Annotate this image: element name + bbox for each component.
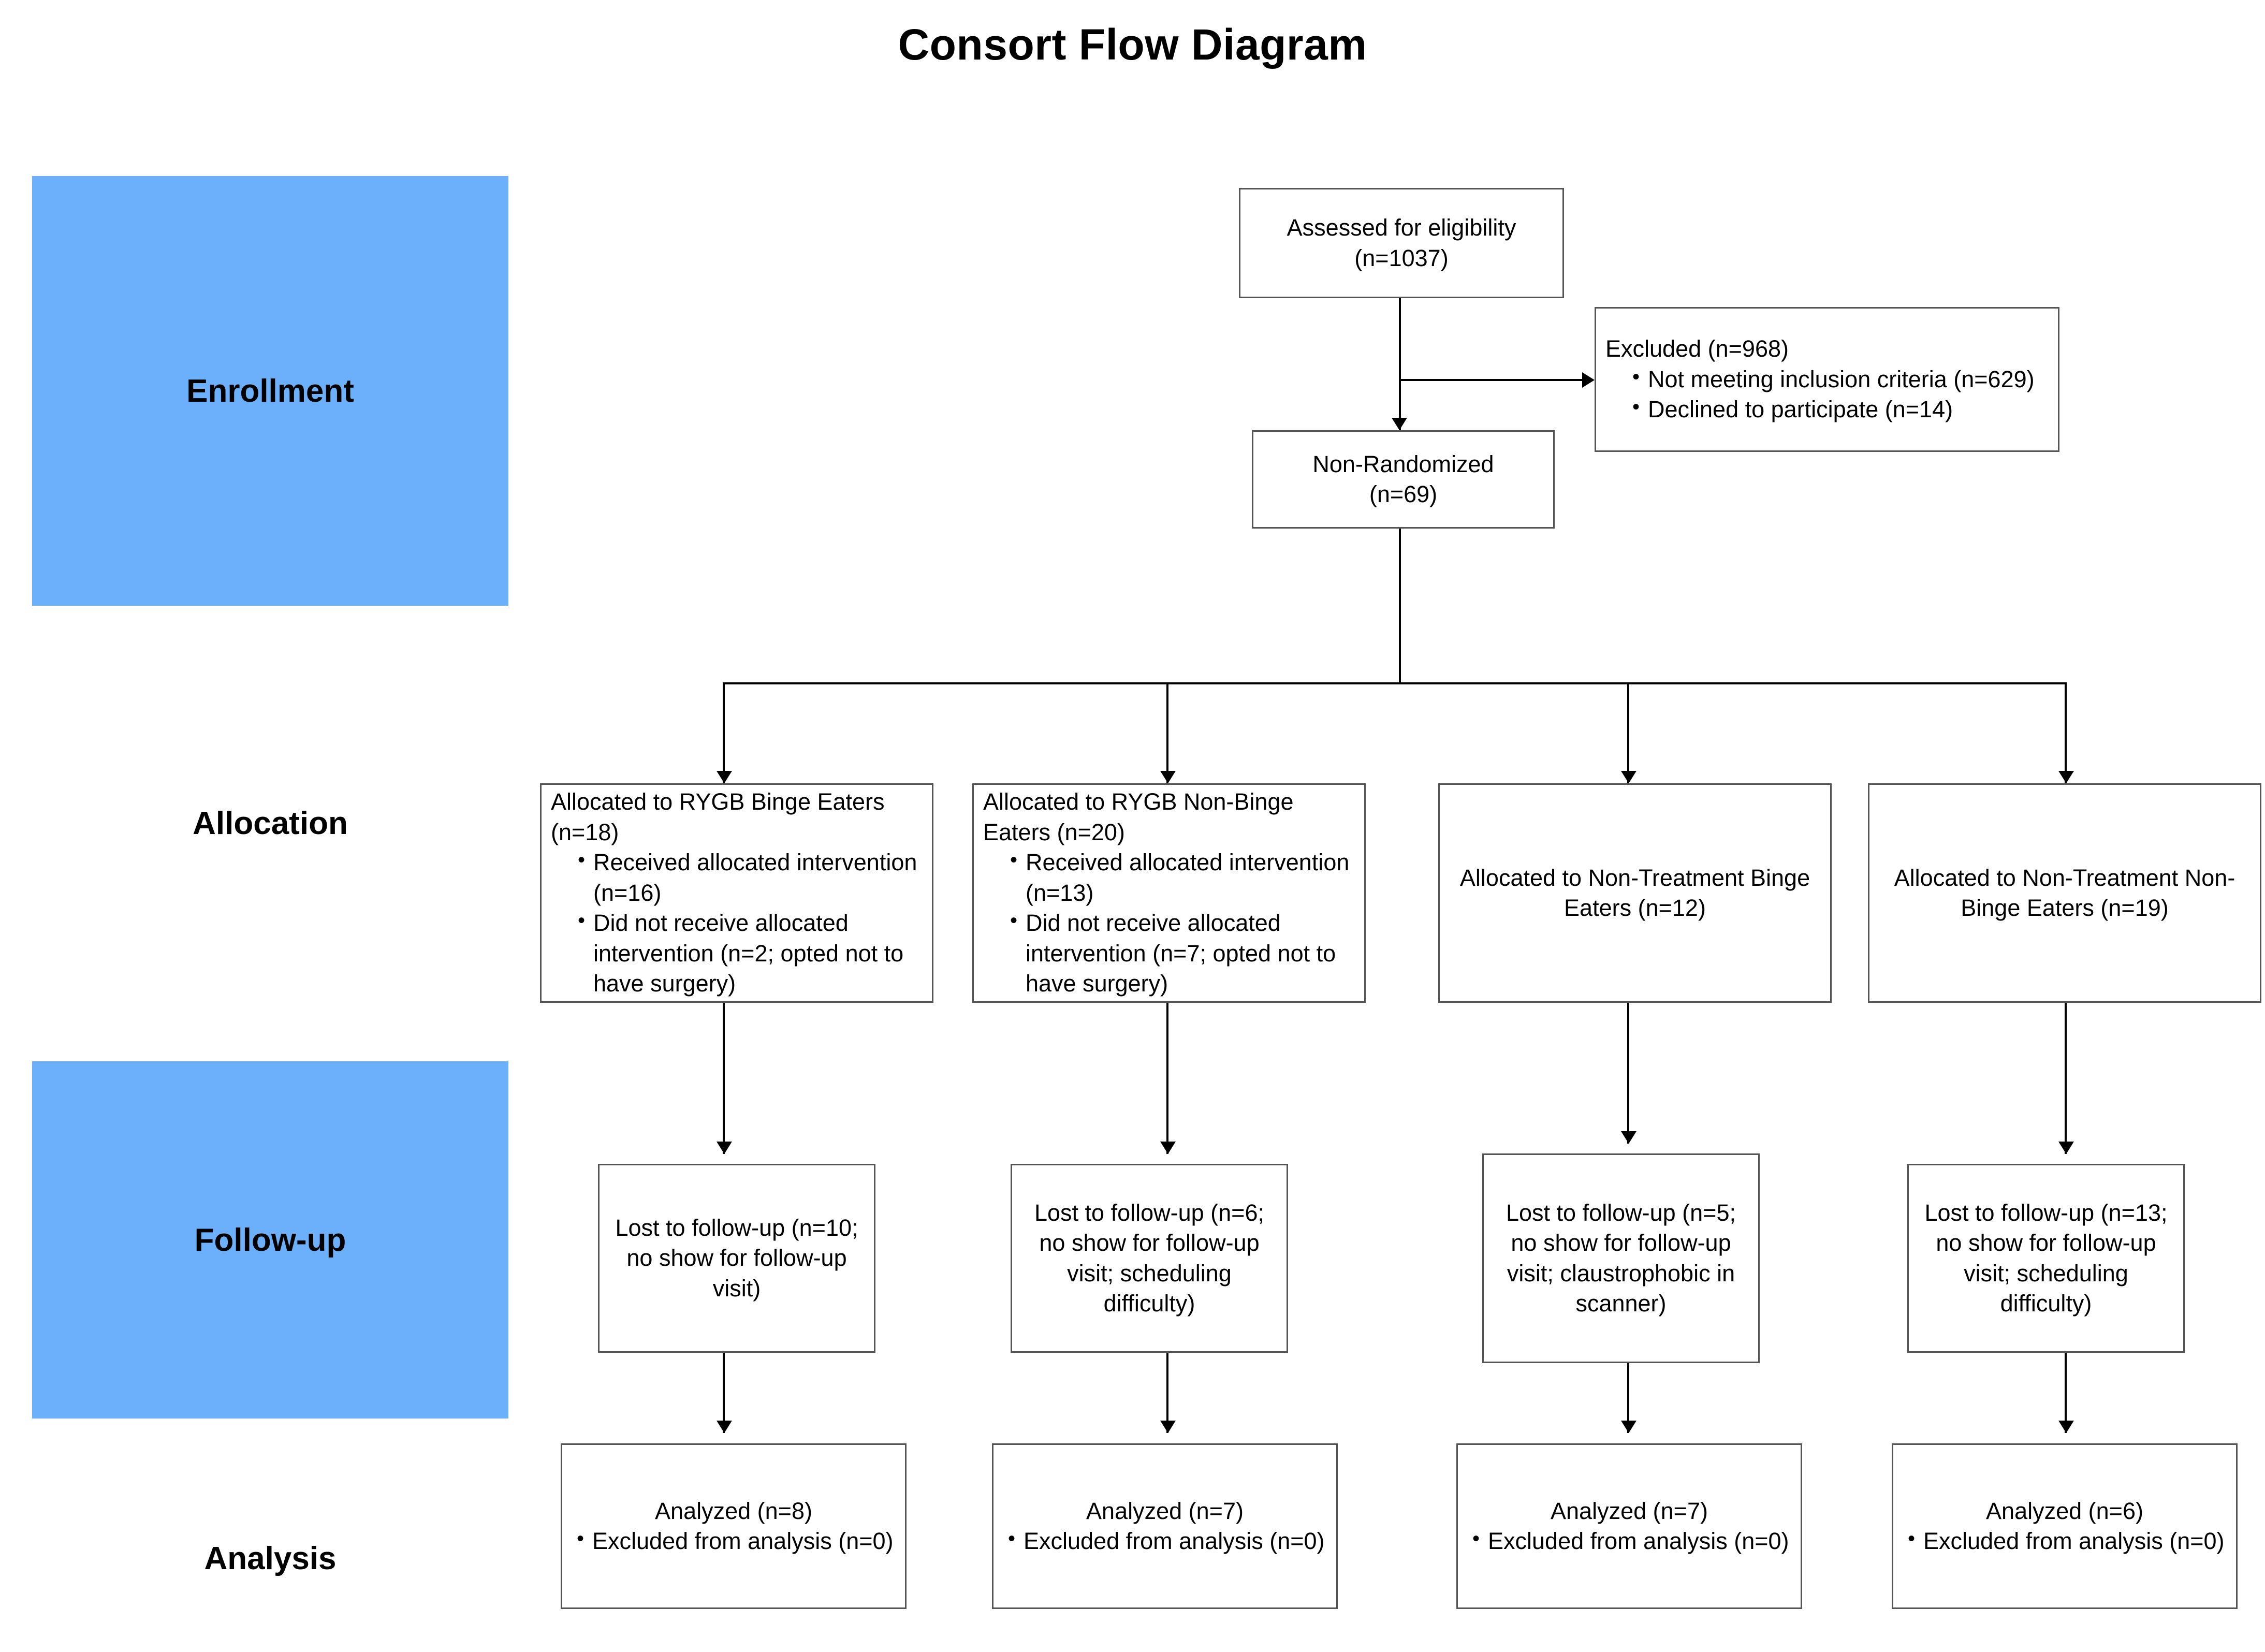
stage-label-analysis: Analysis — [204, 1540, 337, 1576]
allocation-1-header: Allocated to RYGB Binge Eaters (n=18) — [551, 788, 885, 845]
box-assessed-for-eligibility: Assessed for eligibility (n=1037) — [1239, 188, 1564, 298]
arrowhead-to-nonrandomized — [1392, 418, 1407, 430]
stage-band-followup: Follow-up — [32, 1061, 508, 1419]
connector-nonrandomized-stem — [1399, 529, 1401, 683]
non-randomized-line-2: (n=69) — [1369, 481, 1438, 507]
allocation-2-bullet-list: Received allocated intervention (n=13) D… — [983, 846, 1355, 999]
analysis-1-header: Analyzed (n=8) — [655, 1497, 812, 1524]
box-allocation-2: Allocated to RYGB Non-Binge Eaters (n=20… — [972, 783, 1366, 1003]
stage-band-analysis: Analysis — [32, 1507, 508, 1610]
box-analysis-4: Analyzed (n=6) Excluded from analysis (n… — [1892, 1443, 2238, 1609]
excluded-bullet-1: Declined to participate (n=14) — [1632, 393, 2049, 425]
connector-allocation-bus — [723, 682, 2067, 684]
followup-3-text: Lost to follow-up (n=5; no show for foll… — [1506, 1199, 1736, 1317]
arrowhead-analysis-4 — [2058, 1421, 2074, 1433]
non-randomized-line-1: Non-Randomized — [1312, 450, 1494, 477]
stage-band-enrollment: Enrollment — [32, 176, 508, 606]
analysis-1-bullet-0: Excluded from analysis (n=0) — [577, 1525, 896, 1557]
arrowhead-allocation-4 — [2058, 771, 2074, 783]
excluded-bullet-list: Not meeting inclusion criteria (n=629) D… — [1605, 363, 2049, 425]
box-followup-3: Lost to follow-up (n=5; no show for foll… — [1482, 1153, 1760, 1363]
connector-drop-allocation-1 — [723, 682, 725, 783]
page-title: Consort Flow Diagram — [0, 20, 2265, 70]
stage-band-allocation: Allocation — [32, 771, 508, 875]
connector-followup-1-to-analysis-1 — [723, 1353, 725, 1433]
analysis-2-bullet-list: Excluded from analysis (n=0) — [1003, 1525, 1327, 1557]
arrowhead-followup-4 — [2058, 1142, 2074, 1154]
assessed-line-1: Assessed for eligibility — [1287, 214, 1516, 241]
analysis-4-header: Analyzed (n=6) — [1986, 1497, 2143, 1524]
followup-1-text: Lost to follow-up (n=10; no show for fol… — [615, 1214, 858, 1302]
box-followup-2: Lost to follow-up (n=6; no show for foll… — [1011, 1164, 1288, 1353]
connector-followup-2-to-analysis-2 — [1166, 1353, 1168, 1433]
analysis-3-bullet-list: Excluded from analysis (n=0) — [1467, 1525, 1791, 1557]
excluded-bullet-0: Not meeting inclusion criteria (n=629) — [1632, 363, 2049, 395]
stage-label-enrollment: Enrollment — [186, 373, 354, 409]
stage-label-followup: Follow-up — [194, 1222, 346, 1258]
arrowhead-followup-2 — [1160, 1142, 1176, 1154]
followup-2-text: Lost to follow-up (n=6; no show for foll… — [1034, 1199, 1264, 1317]
arrowhead-analysis-3 — [1621, 1421, 1636, 1433]
stage-label-allocation: Allocation — [193, 805, 348, 841]
analysis-3-header: Analyzed (n=7) — [1551, 1497, 1708, 1524]
analysis-4-bullet-list: Excluded from analysis (n=0) — [1903, 1525, 2227, 1557]
connector-assessed-to-nonrandomized — [1399, 298, 1401, 430]
connector-allocation-3-to-followup-3 — [1627, 1003, 1629, 1144]
arrowhead-allocation-2 — [1160, 771, 1176, 783]
arrowhead-followup-1 — [717, 1142, 732, 1154]
excluded-header: Excluded (n=968) — [1605, 335, 1789, 362]
connector-allocation-1-to-followup-1 — [723, 1003, 725, 1154]
allocation-1-bullet-list: Received allocated intervention (n=16) D… — [551, 846, 923, 999]
box-followup-1: Lost to follow-up (n=10; no show for fol… — [598, 1164, 875, 1353]
arrowhead-analysis-1 — [717, 1421, 732, 1433]
connector-drop-allocation-3 — [1627, 682, 1629, 783]
page-title-text: Consort Flow Diagram — [898, 20, 1367, 69]
arrowhead-allocation-3 — [1621, 771, 1636, 783]
assessed-line-2: (n=1037) — [1354, 244, 1449, 271]
analysis-2-header: Analyzed (n=7) — [1086, 1497, 1244, 1524]
arrowhead-analysis-2 — [1160, 1421, 1176, 1433]
connector-allocation-4-to-followup-4 — [2065, 1003, 2067, 1154]
arrowhead-followup-3 — [1621, 1131, 1636, 1144]
analysis-3-bullet-0: Excluded from analysis (n=0) — [1472, 1525, 1791, 1557]
box-excluded: Excluded (n=968) Not meeting inclusion c… — [1595, 307, 2059, 452]
allocation-2-bullet-0: Received allocated intervention (n=13) — [1010, 846, 1355, 908]
allocation-4-header: Allocated to Non-Treatment Non-Binge Eat… — [1894, 864, 2235, 922]
box-allocation-4: Allocated to Non-Treatment Non-Binge Eat… — [1868, 783, 2261, 1003]
allocation-2-bullet-1: Did not receive allocated intervention (… — [1010, 907, 1355, 999]
arrowhead-to-excluded — [1582, 372, 1595, 388]
followup-4-text: Lost to follow-up (n=13; no show for fol… — [1924, 1199, 2168, 1317]
connector-assessed-to-excluded — [1399, 379, 1593, 381]
allocation-3-header: Allocated to Non-Treatment Binge Eaters … — [1459, 864, 1810, 922]
analysis-2-bullet-0: Excluded from analysis (n=0) — [1008, 1525, 1327, 1557]
connector-drop-allocation-4 — [2065, 682, 2067, 783]
allocation-1-bullet-1: Did not receive allocated intervention (… — [578, 907, 923, 999]
box-analysis-2: Analyzed (n=7) Excluded from analysis (n… — [992, 1443, 1338, 1609]
connector-followup-3-to-analysis-3 — [1627, 1363, 1629, 1433]
analysis-1-bullet-list: Excluded from analysis (n=0) — [572, 1525, 896, 1557]
box-allocation-3: Allocated to Non-Treatment Binge Eaters … — [1438, 783, 1832, 1003]
connector-allocation-2-to-followup-2 — [1166, 1003, 1168, 1154]
analysis-4-bullet-0: Excluded from analysis (n=0) — [1908, 1525, 2227, 1557]
arrowhead-allocation-1 — [717, 771, 732, 783]
box-non-randomized: Non-Randomized (n=69) — [1252, 430, 1555, 529]
box-allocation-1: Allocated to RYGB Binge Eaters (n=18) Re… — [540, 783, 933, 1003]
connector-drop-allocation-2 — [1166, 682, 1168, 783]
box-analysis-3: Analyzed (n=7) Excluded from analysis (n… — [1456, 1443, 1802, 1609]
box-analysis-1: Analyzed (n=8) Excluded from analysis (n… — [561, 1443, 907, 1609]
allocation-1-bullet-0: Received allocated intervention (n=16) — [578, 846, 923, 908]
allocation-2-header: Allocated to RYGB Non-Binge Eaters (n=20… — [983, 788, 1294, 845]
connector-followup-4-to-analysis-4 — [2065, 1353, 2067, 1433]
box-followup-4: Lost to follow-up (n=13; no show for fol… — [1907, 1164, 2185, 1353]
